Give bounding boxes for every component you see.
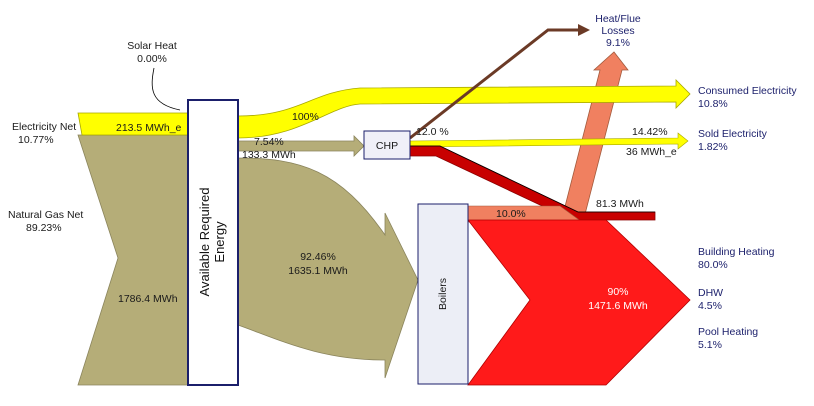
sold-electricity-value: 36 MWh_e — [626, 146, 677, 158]
available-energy-label: Available Required — [197, 188, 212, 297]
sold-electricity-flow — [409, 132, 689, 150]
electricity-net-pct: 10.77% — [18, 134, 54, 146]
chp-feed-value: 133.3 MWh — [242, 149, 296, 161]
building-heating-pct: 80.0% — [698, 259, 728, 271]
chp-box — [363, 130, 411, 160]
gas-input-flow — [77, 134, 189, 386]
available-energy-box — [187, 99, 239, 386]
building-heating-name: Building Heating — [698, 246, 775, 258]
pool-heating-pct: 5.1% — [698, 339, 722, 351]
gas-net-pct: 89.23% — [26, 222, 62, 234]
boiler-feed-pct: 92.46% — [300, 251, 336, 263]
sold-electricity-pct: 1.82% — [698, 141, 728, 153]
solar-heat-name: Solar Heat — [127, 40, 177, 52]
sold-electricity-chp-pct: 14.42% — [632, 126, 668, 138]
heat-output-flow — [467, 219, 691, 386]
available-energy-label-2: Energy — [212, 221, 227, 263]
pool-heating-name: Pool Heating — [698, 326, 758, 338]
boiler-output-value: 1471.6 MWh — [588, 300, 648, 312]
chp-heat-outline — [410, 145, 655, 213]
consumed-electricity-name: Consumed Electricity — [698, 85, 797, 97]
chp-heat-value: 81.3 MWh — [596, 198, 644, 210]
losses-name-line1: Heat/Flue — [595, 13, 641, 25]
gas-to-chp-flow — [237, 135, 365, 157]
chp-flue-flow — [409, 28, 580, 140]
boilers-label: Boilers — [437, 278, 449, 310]
consumed-electricity-pct: 10.8% — [698, 98, 728, 110]
chp-flue-arrowhead — [578, 24, 590, 36]
gas-net-name: Natural Gas Net — [8, 209, 83, 221]
chp-feed-pct: 7.54% — [254, 136, 284, 148]
solar-heat-pct: 0.00% — [137, 53, 167, 65]
solar-heat-pointer — [151, 67, 181, 111]
dhw-name: DHW — [698, 287, 723, 299]
gas-net-value: 1786.4 MWh — [118, 293, 178, 305]
available-energy-line1: Available Required — [197, 188, 212, 297]
boiler-output-pct: 90% — [607, 286, 628, 298]
available-energy-line2: Energy — [212, 221, 227, 263]
sold-electricity-name: Sold Electricity — [698, 128, 768, 140]
consumed-electricity-flow — [237, 79, 691, 139]
boiler-feed-value: 1635.1 MWh — [288, 265, 348, 277]
losses-pct: 9.1% — [606, 37, 630, 49]
dhw-pct: 4.5% — [698, 300, 722, 312]
boilers-box — [417, 203, 469, 385]
chp-label: CHP — [376, 140, 398, 152]
chp-heat-pct: 10.0% — [496, 208, 526, 220]
electricity-net-name: Electricity Net — [12, 121, 76, 133]
losses-name-line2: Losses — [601, 25, 634, 37]
electricity-net-value: 213.5 MWh_e — [116, 122, 182, 134]
electricity-flow-pct: 100% — [292, 111, 319, 123]
chp-flue-pct: 12.0 % — [416, 126, 449, 138]
